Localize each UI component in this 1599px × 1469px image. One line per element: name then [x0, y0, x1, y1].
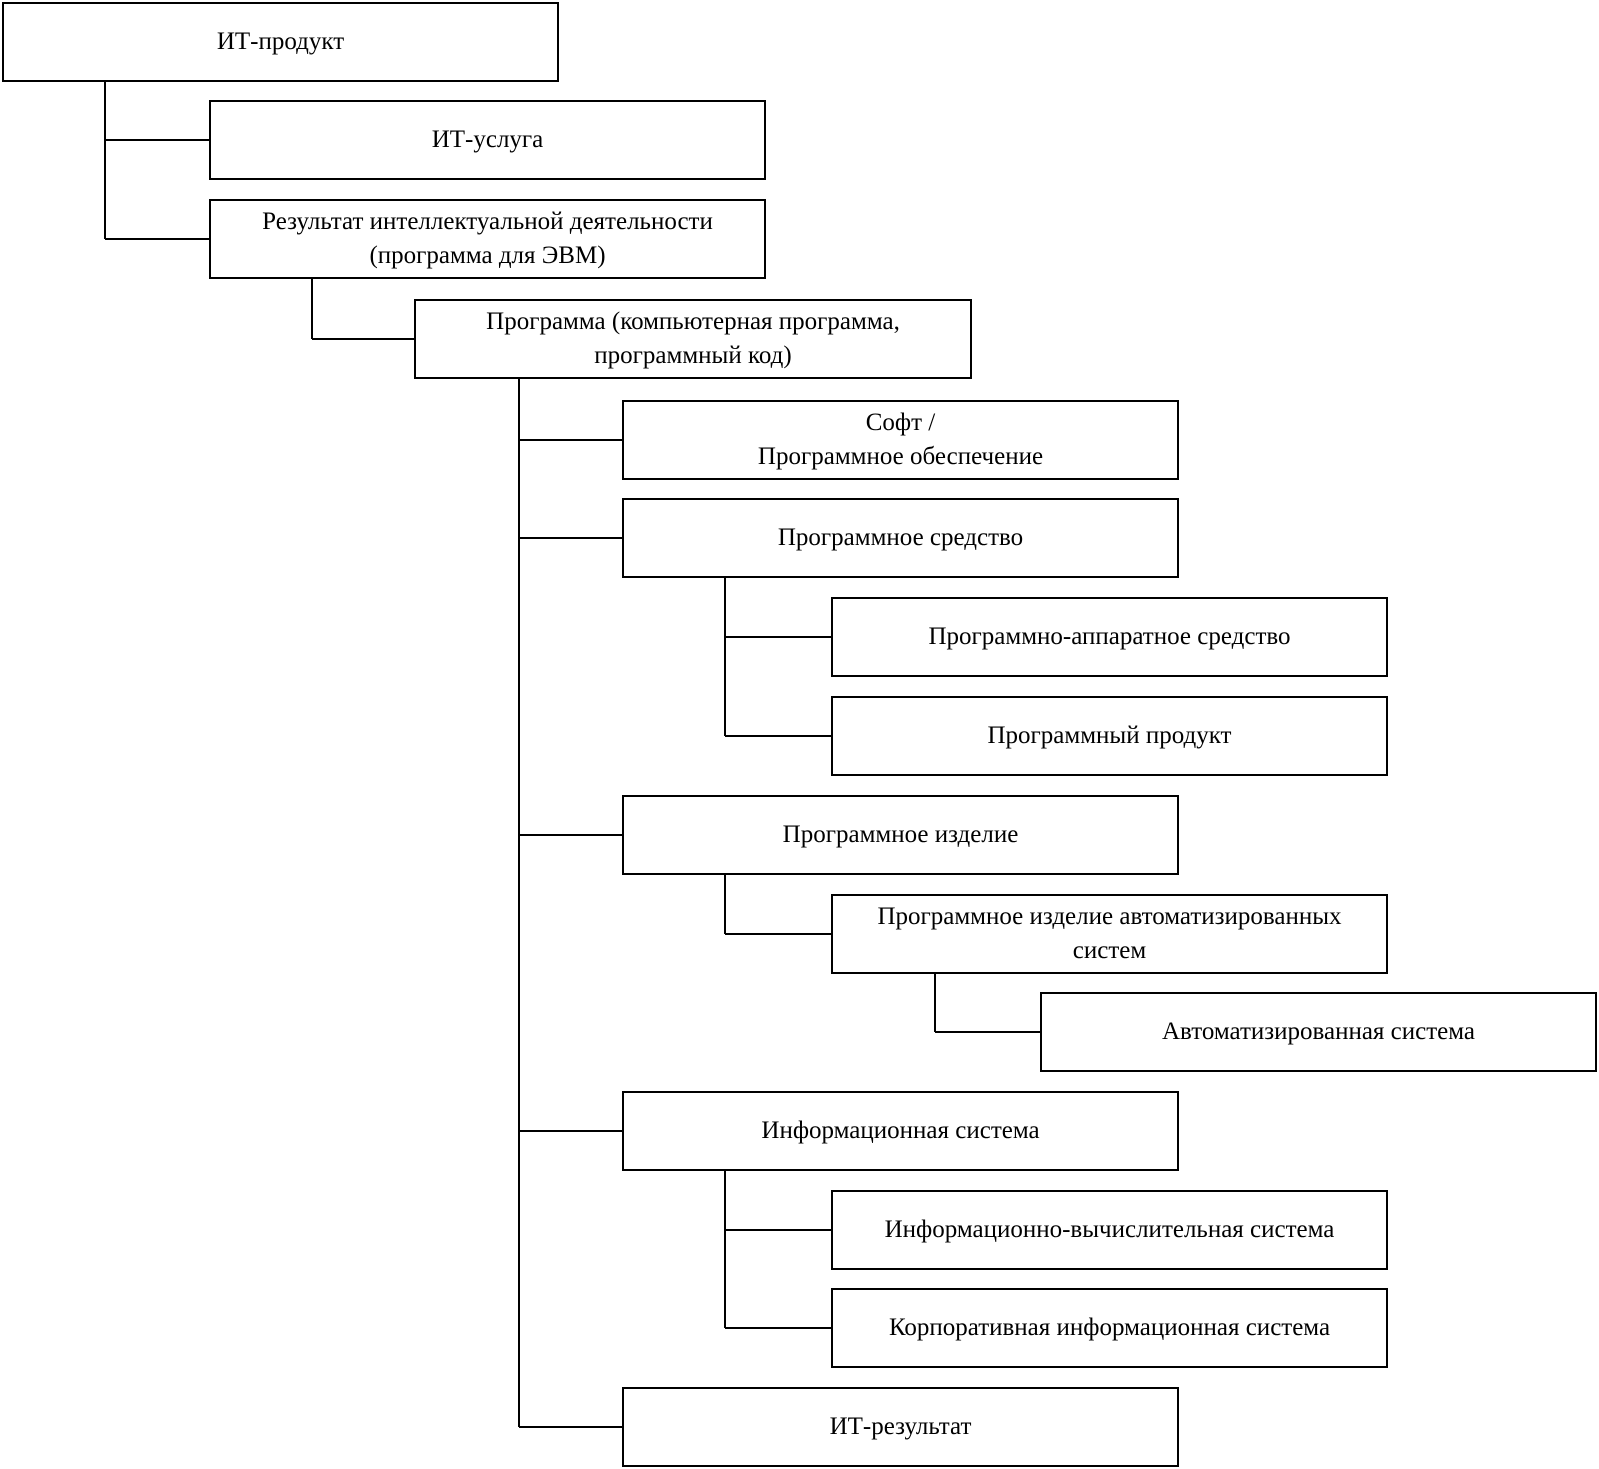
node-label-line: систем — [1072, 937, 1147, 964]
node-it-result: ИТ-результат — [622, 1387, 1179, 1467]
node-label-line: Программно-аппаратное средство — [928, 623, 1291, 650]
node-label-line: Программное обеспечение — [757, 443, 1044, 470]
node-label-line: Программное изделие автоматизированных — [877, 903, 1342, 930]
node-label-line: Программное изделие — [782, 821, 1019, 848]
node-label-line: ИТ-услуга — [431, 126, 544, 153]
node-label-line: ИТ-продукт — [216, 28, 345, 55]
node-label-line: Программный продукт — [987, 722, 1232, 749]
node-it-product: ИТ-продукт — [2, 2, 559, 82]
node-label-line: ИТ-результат — [829, 1413, 972, 1440]
node-software-tool: Программное средство — [622, 498, 1179, 578]
node-software-product: Программный продукт — [831, 696, 1388, 776]
node-label-line: Результат интеллектуальной деятельности — [262, 208, 713, 235]
node-intellectual-result: Результат интеллектуальной деятельности (… — [209, 199, 766, 279]
node-information-system: Информационная система — [622, 1091, 1179, 1171]
node-software-item: Программное изделие — [622, 795, 1179, 875]
node-automated-system: Автоматизированная система — [1040, 992, 1597, 1072]
node-label-line: Софт / — [865, 409, 936, 436]
node-label-line: Информационно-вычислительная система — [884, 1216, 1335, 1243]
node-label-line: Корпоративная информационная система — [888, 1314, 1331, 1341]
node-program: Программа (компьютерная программа, програ… — [414, 299, 972, 379]
node-label-line: Автоматизированная система — [1161, 1018, 1476, 1045]
node-info-computing-system: Информационно-вычислительная система — [831, 1190, 1388, 1270]
node-label-line: программный код) — [594, 342, 792, 369]
node-it-service: ИТ-услуга — [209, 100, 766, 180]
node-label-line: Программа (компьютерная программа, — [486, 308, 900, 335]
node-label-line: (программа для ЭВМ) — [369, 242, 606, 269]
node-soft: Софт / Программное обеспечение — [622, 400, 1179, 480]
node-software-item-as: Программное изделие автоматизированных си… — [831, 894, 1388, 974]
node-label-line: Программное средство — [777, 524, 1024, 551]
node-label-line: Информационная система — [761, 1117, 1040, 1144]
node-hardware-software-tool: Программно-аппаратное средство — [831, 597, 1388, 677]
node-corporate-info-system: Корпоративная информационная система — [831, 1288, 1388, 1368]
